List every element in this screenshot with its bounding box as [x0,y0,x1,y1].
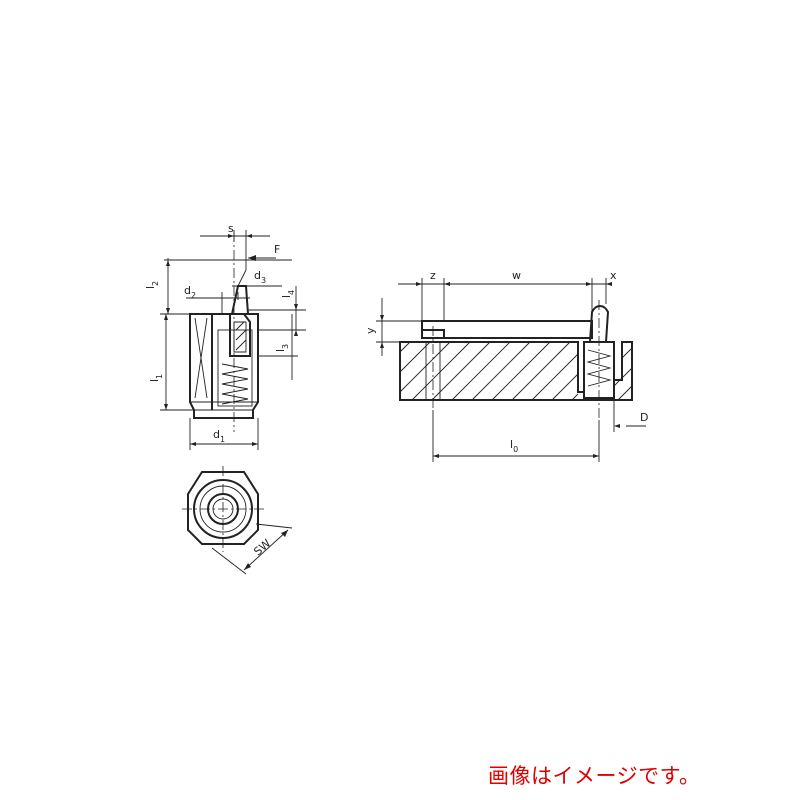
label-l0: l0 [510,438,518,454]
label-w: w [512,269,521,282]
label-s: s [228,222,234,235]
section-hatch [399,341,633,401]
label-d1: d1 [213,428,225,444]
label-z: z [430,269,436,282]
label-l2: l2 [144,281,160,289]
label-l4: l4 [280,290,296,298]
label-f: F [274,243,280,256]
label-l3: l3 [274,344,290,352]
assembly-view [399,300,633,420]
label-sw: SW [251,537,273,559]
plunger-top-view [182,466,293,575]
label-y: y [364,327,377,334]
right-dimensions [376,278,646,462]
left-dimensions [160,230,306,450]
label-l1: l1 [148,374,164,382]
plunger-side-view [189,232,259,432]
label-x: x [610,269,617,282]
label-d3: d3 [254,269,266,285]
label-d2: d2 [184,284,196,300]
label-d: D [640,411,648,424]
image-disclaimer-text: 画像はイメージです。 [488,764,701,788]
